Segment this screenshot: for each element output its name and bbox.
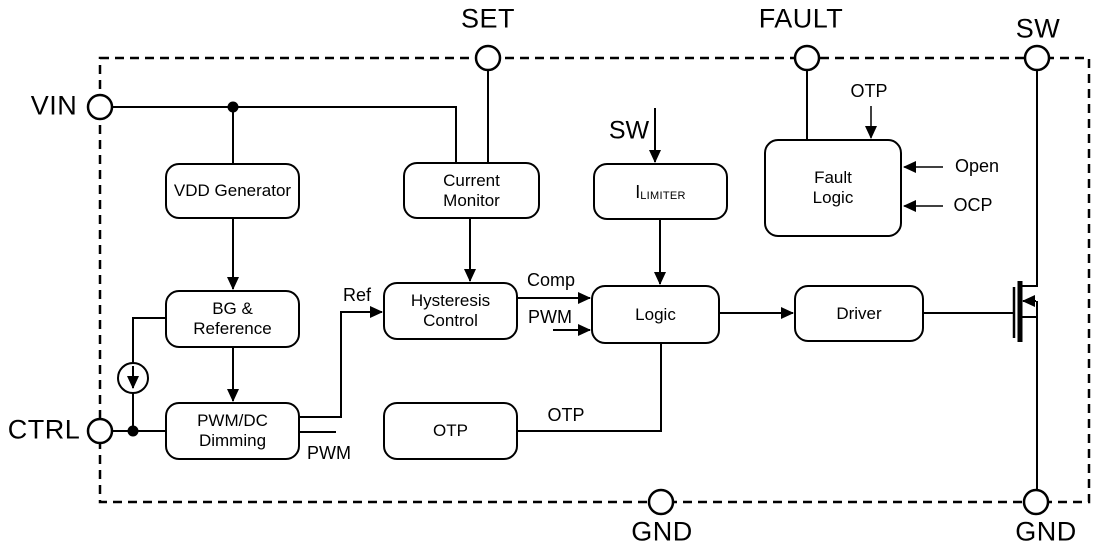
signal-label-open: Open <box>954 156 1000 176</box>
block-otp: OTP <box>383 402 518 460</box>
nmos-transistor-icon <box>1012 281 1036 342</box>
pin-label-set: SET <box>460 3 516 34</box>
gnd-right-pin-icon <box>1022 488 1050 516</box>
signal-label-ocp: OCP <box>953 195 993 215</box>
pin-label-vin: VIN <box>30 90 78 121</box>
junction-vin <box>227 101 239 113</box>
junction-dots <box>127 101 239 437</box>
pin-label-gnd-center: GND <box>631 516 693 547</box>
set-pin-icon <box>474 44 502 72</box>
block-fault-logic: Fault Logic <box>764 139 902 237</box>
gnd-center-pin-icon <box>647 488 675 516</box>
pin-label-fault: FAULT <box>758 3 844 34</box>
block-label: Control <box>423 311 478 330</box>
block-label: Hysteresis <box>410 291 491 310</box>
block-label: OTP <box>433 421 468 440</box>
block-label: Reference <box>193 319 272 338</box>
block-label: VDD Generator <box>173 181 292 200</box>
block-pwm-dc-dimming: PWM/DC Dimming <box>165 402 300 460</box>
block-current-monitor: Current Monitor <box>403 162 540 219</box>
signal-label-pwm-into-logic: PWM <box>528 307 572 327</box>
vin-pin-icon <box>86 93 114 121</box>
block-label: I <box>635 181 641 202</box>
signal-label-otp-into-fault: OTP <box>850 81 888 101</box>
pin-label-sw: SW <box>1015 13 1061 44</box>
block-bg-reference: BG & Reference <box>165 290 300 348</box>
wire-vin-to-current-monitor <box>112 106 457 163</box>
signal-label-sw-internal: SW <box>608 116 650 145</box>
signal-label-comp: Comp <box>526 270 576 290</box>
block-label-subscript: LIMITER <box>640 189 686 202</box>
block-logic: Logic <box>591 285 720 344</box>
pin-label-gnd-right: GND <box>1015 516 1077 547</box>
block-label: Dimming <box>198 431 267 450</box>
fault-input-arrows <box>865 106 943 212</box>
block-vdd-generator: VDD Generator <box>165 163 300 219</box>
block-label: Logic <box>635 304 676 324</box>
signal-label-pwm-out: PWM <box>307 443 351 463</box>
junction-ctrl <box>127 425 139 437</box>
block-label: Current <box>443 170 500 190</box>
current-source-icon <box>117 362 149 394</box>
signal-label-otp-wire: OTP <box>547 405 585 425</box>
arrow-wires <box>227 108 794 418</box>
block-label: Logic <box>812 188 854 207</box>
signal-label-ref: Ref <box>342 285 372 305</box>
block-hysteresis-control: Hysteresis Control <box>383 282 518 340</box>
arrow-ref-to-hysteresis <box>300 306 383 418</box>
pin-label-ctrl: CTRL <box>7 414 81 445</box>
block-label: Driver <box>836 303 882 323</box>
pin-circles <box>86 44 1051 516</box>
block-driver: Driver <box>794 285 924 342</box>
ctrl-pin-icon <box>86 417 114 445</box>
wire-otp-to-logic <box>518 344 662 432</box>
block-label: Monitor <box>443 190 500 210</box>
wire-sw-drain <box>1021 70 1038 287</box>
chip-boundary <box>98 56 1091 504</box>
block-label: PWM/DC <box>197 411 268 430</box>
fault-pin-icon <box>793 44 821 72</box>
block-label: Fault <box>814 168 852 187</box>
sw-pin-icon <box>1023 44 1051 72</box>
block-label: BG & <box>212 299 253 318</box>
